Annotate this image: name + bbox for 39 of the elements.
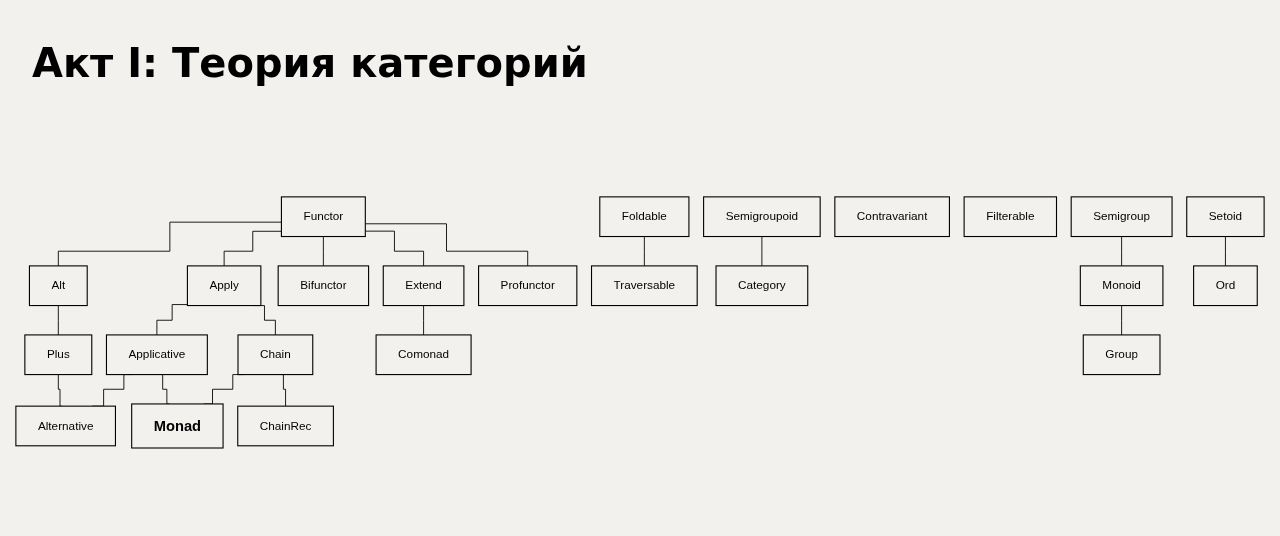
node-box: Monoid bbox=[1079, 265, 1164, 307]
connector bbox=[57, 221, 282, 267]
node-box: Contravariant bbox=[834, 196, 950, 238]
node-box: Profunctor bbox=[478, 265, 578, 307]
node-box: Semigroup bbox=[1070, 196, 1173, 238]
connector bbox=[156, 304, 188, 336]
node-box: Alt bbox=[28, 265, 88, 307]
node-box: Applicative bbox=[105, 334, 208, 376]
node-box: Setoid bbox=[1186, 196, 1265, 238]
node-box: Group bbox=[1082, 334, 1161, 376]
connector bbox=[322, 236, 324, 267]
node-box: Apply bbox=[186, 265, 262, 307]
node-box: Filterable bbox=[963, 196, 1058, 238]
node-box: Alternative bbox=[15, 405, 116, 447]
node-box: Ord bbox=[1193, 265, 1258, 307]
connector bbox=[1225, 236, 1226, 267]
connector bbox=[761, 236, 763, 267]
connector bbox=[57, 374, 63, 407]
node-box: Comonad bbox=[375, 334, 472, 376]
node-box: Chain bbox=[237, 334, 314, 376]
node-box: Category bbox=[715, 265, 809, 307]
node-box: ChainRec bbox=[237, 405, 334, 447]
title: Акт I: Теория категорий bbox=[32, 40, 588, 86]
connector bbox=[1121, 236, 1123, 267]
connector bbox=[423, 305, 424, 336]
connector bbox=[223, 230, 282, 267]
connector bbox=[1121, 305, 1123, 336]
connector bbox=[160, 374, 170, 405]
node-box: Plus bbox=[24, 334, 93, 376]
node-box: Functor bbox=[280, 196, 366, 238]
node-box: Bifunctor bbox=[277, 265, 370, 307]
node-box: Foldable bbox=[599, 196, 690, 238]
node-box: Semigroupoid bbox=[703, 196, 821, 238]
node-box: Monad bbox=[131, 403, 224, 449]
node-box: Extend bbox=[382, 265, 465, 307]
node-box: Traversable bbox=[591, 265, 698, 307]
connector bbox=[280, 374, 286, 407]
connector bbox=[57, 305, 59, 336]
connector bbox=[643, 236, 645, 267]
